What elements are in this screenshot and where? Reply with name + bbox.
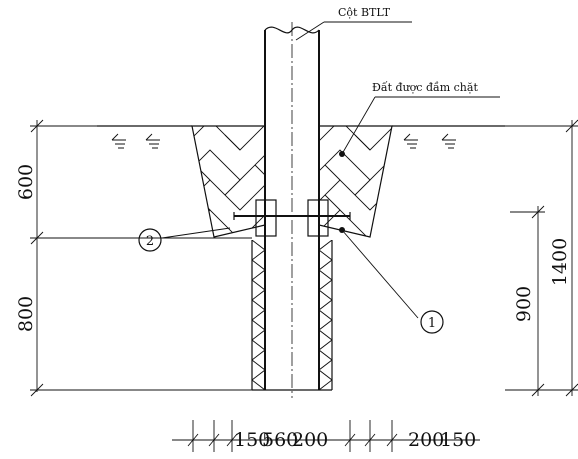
dim-bottom-center-b: 200 [292, 429, 328, 451]
foundation-shaft [251, 240, 333, 391]
compacted-soil-zone [191, 125, 393, 238]
callout-1: 1 [339, 227, 444, 334]
dim-bottom-right-b: 150 [440, 429, 476, 451]
pole-label: Cột BTLT [338, 6, 391, 19]
soil-label-leader: Đất được đầm chặt [339, 81, 500, 157]
dim-right-inner: 900 [513, 286, 535, 322]
right-dimension-chain: 900 1400 [505, 119, 578, 397]
clamp-assembly [233, 199, 351, 237]
pole-label-leader: Cột BTLT [295, 6, 412, 41]
callout-2-number: 2 [146, 234, 154, 249]
ground-symbols [111, 133, 456, 149]
dim-bottom-right-a: 200 [408, 429, 444, 451]
soil-label: Đất được đầm chặt [372, 81, 478, 94]
dim-bottom-center-a: 560 [262, 429, 298, 451]
dim-left-upper: 600 [15, 164, 37, 200]
left-dimension-chain: 600 800 [15, 119, 252, 397]
dim-left-lower: 800 [15, 296, 37, 332]
bottom-dimension-chain: 150 560 200 200 150 [172, 420, 480, 452]
dim-bottom-left: 150 [234, 429, 270, 451]
callout-2: 2 [138, 227, 231, 252]
dim-right-outer: 1400 [549, 238, 571, 286]
concrete-pole [264, 22, 320, 398]
callout-1-number: 1 [428, 316, 436, 331]
